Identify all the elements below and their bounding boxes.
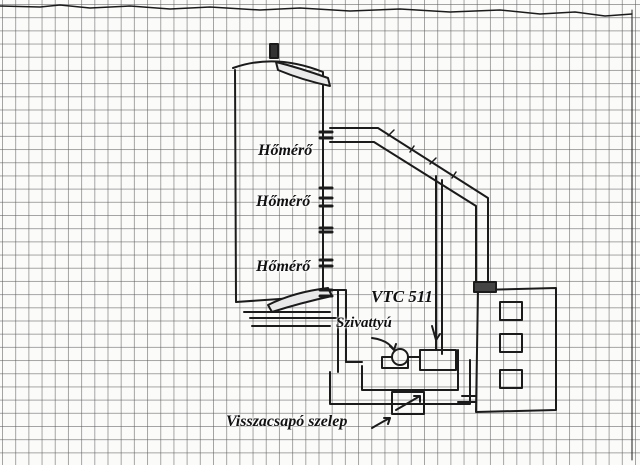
boiler-panel-1 (499, 301, 523, 321)
check-valve-box (391, 391, 425, 415)
upper-pipe (345, 349, 459, 391)
boiler-flue-collar (473, 281, 497, 293)
tank-base (243, 311, 337, 327)
pump-label: Szivattyú (336, 315, 392, 331)
pump-arrow (371, 337, 397, 351)
thermometer-label-top: Hőmérő (258, 142, 313, 159)
return-pipe (329, 359, 471, 405)
tank-upper-coil (275, 61, 331, 87)
sensor-wires (435, 175, 443, 355)
pump-body (381, 356, 421, 369)
check-valve-label: Visszacsapó szelep (226, 413, 348, 430)
thermometer-label-middle: Hőmérő (256, 193, 311, 210)
thermometer-sockets (318, 130, 334, 298)
storage-tank (232, 60, 324, 303)
tank-top-stub (269, 43, 279, 59)
check-valve-mark (395, 395, 421, 411)
supply-pipe (329, 289, 347, 373)
pump-symbol (391, 348, 409, 366)
thermometer-label-bottom: Hőmérő (256, 258, 311, 275)
flue-pipe-hatching (387, 129, 457, 179)
boiler-panel-2 (499, 333, 523, 353)
controller-box (419, 349, 457, 371)
tank-lower-coil (267, 287, 333, 313)
check-valve-arrow (371, 417, 391, 429)
torn-paper-edge (0, 4, 633, 17)
boiler-panel-3 (499, 369, 523, 389)
boiler-unit (475, 287, 557, 413)
controller-label: VTC 511 (371, 287, 433, 306)
flue-pipe (329, 127, 489, 283)
boiler-connection (457, 395, 477, 403)
controller-lead (431, 325, 441, 351)
